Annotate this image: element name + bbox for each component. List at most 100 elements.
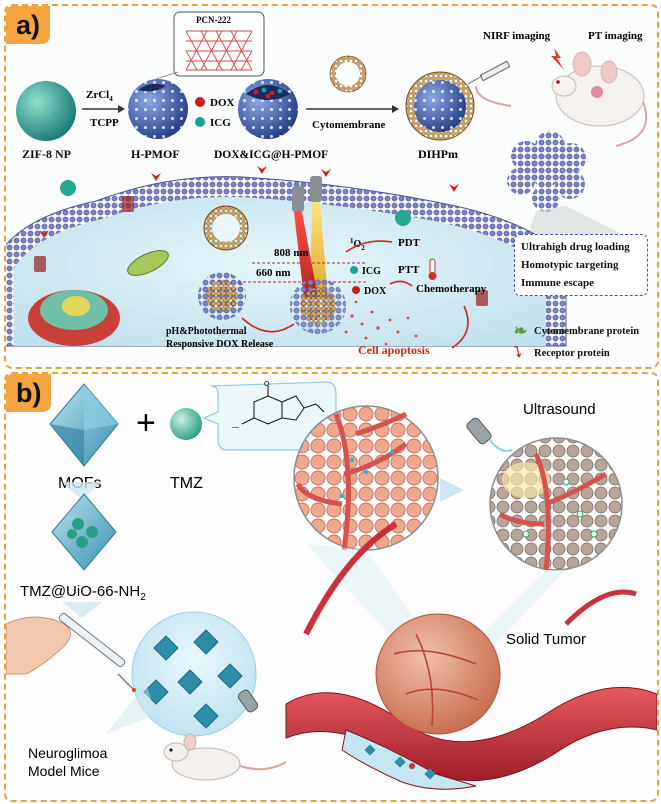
svg-text:—: — xyxy=(232,424,239,431)
solid-tumor-label: Solid Tumor xyxy=(506,631,586,648)
dihpm-cluster xyxy=(507,131,586,212)
tmz-sphere xyxy=(170,408,202,440)
panel-b: MOFs + TMZ O — xyxy=(4,372,659,802)
thermometer-icon xyxy=(428,258,437,280)
dox-dot-small xyxy=(352,286,360,294)
pcn222-lattice xyxy=(185,30,253,71)
ptt-label: PTT xyxy=(398,264,420,276)
arrow-head-icon xyxy=(118,105,125,113)
feature-item: Ultrahigh drug loading xyxy=(521,241,630,253)
hpmof-pores xyxy=(128,79,188,139)
membrane-channel xyxy=(34,256,46,272)
model-mouse xyxy=(163,733,287,781)
apoptosis-arrow xyxy=(451,305,469,349)
solid-tumor xyxy=(375,613,501,735)
tissue-arrow xyxy=(440,478,464,502)
vessel-cutaway xyxy=(341,729,477,790)
mouse-illustration xyxy=(475,51,648,147)
mitochondria xyxy=(127,250,169,276)
released-dox xyxy=(344,300,418,346)
laser-660-beam xyxy=(294,212,318,298)
hpmof-opening xyxy=(138,83,166,92)
down-arrow-shape xyxy=(62,482,102,500)
pdt-label: PDT xyxy=(398,237,421,249)
nm808-label: 808 nm xyxy=(274,247,309,259)
panel-b-badge: b) xyxy=(6,374,52,412)
tmz-uio-octahedron xyxy=(51,493,117,571)
doxicg-opening xyxy=(246,85,290,100)
legend-cyto-label: Cytomembrane protein xyxy=(534,325,640,337)
panel-a: ZIF-8 NP ZrCl4 TCPP H-PMOF PCN-222 DOX xyxy=(4,4,659,369)
ultrasound-label: Ultrasound xyxy=(523,401,596,418)
legend-receptor-label: Receptor protein xyxy=(534,347,610,359)
icg-label: ICG xyxy=(210,117,231,129)
laser-808-beam xyxy=(310,202,328,298)
feature-item: Immune escape xyxy=(521,277,595,289)
syringe-icon xyxy=(467,60,511,85)
laser-660-head xyxy=(292,186,304,212)
arrow-head-icon xyxy=(392,105,399,113)
laser-808-head xyxy=(310,176,322,202)
receptor-protein-icon: ⭝ xyxy=(514,345,522,361)
icg-molecule xyxy=(60,180,76,196)
pdt-arrow xyxy=(345,240,393,253)
bubble-callout xyxy=(106,684,156,734)
release-line1: pH&Photothermal xyxy=(166,326,247,337)
tmz-uio-label: TMZ@UiO-66-NH2 xyxy=(20,583,146,603)
plus-icon: + xyxy=(136,404,156,442)
legend-row-cyto: ❧ Cytomembrane protein xyxy=(514,320,654,342)
doxicg-label: DOX&ICG@H-PMOF xyxy=(214,149,328,161)
panel-a-badge: a) xyxy=(6,6,51,44)
zif8-label: ZIF-8 NP xyxy=(22,147,71,161)
disrupted-core xyxy=(300,288,336,324)
mice-label-line1: Neuroglimoa xyxy=(28,745,108,761)
ultrasound-probe-small-icon xyxy=(237,689,259,713)
panel-a-illustration: ZIF-8 NP ZrCl4 TCPP H-PMOF PCN-222 DOX xyxy=(6,11,648,357)
vessel-branch xyxy=(303,521,398,636)
down-arrow-shape xyxy=(62,602,102,618)
tmz-label: TMZ xyxy=(170,475,203,492)
svg-text:O: O xyxy=(264,381,270,388)
dox-therapy-label: DOX xyxy=(364,286,387,297)
chemotherapy-label: Chemotherapy xyxy=(416,283,487,295)
zrcl4-label: ZrCl4 xyxy=(86,89,113,103)
endosome-core xyxy=(206,280,238,312)
hpmof-label: H-PMOF xyxy=(131,147,180,161)
vesicle-lumen xyxy=(336,62,360,86)
pcn222-inset xyxy=(173,11,265,77)
singlet-oxygen-label: 1O2 xyxy=(350,237,365,252)
nanoparticles-in-vessel xyxy=(364,744,436,780)
icg-dot-small xyxy=(350,266,358,274)
dox-label: DOX xyxy=(210,97,235,109)
cytoplasm xyxy=(14,196,546,346)
cytomembrane-protein-icon: ❧ xyxy=(514,323,528,340)
release-arrow xyxy=(241,317,295,333)
tissue-zoom-left xyxy=(293,405,439,551)
feature-item: Homotypic targeting xyxy=(521,259,619,271)
dox-dot xyxy=(195,97,205,107)
tcpp-label: TCPP xyxy=(90,117,119,129)
legend: ❧ Cytomembrane protein ⭝ Receptor protei… xyxy=(514,320,654,364)
ultrasound-probe-icon xyxy=(466,417,513,452)
dihpm-core-pores xyxy=(414,80,466,132)
panel-b-illustration: MOFs + TMZ O — xyxy=(6,381,657,790)
release-line2: Responsive DOX Release xyxy=(166,339,274,350)
membrane-channel xyxy=(476,290,488,306)
icg-therapy-label: ICG xyxy=(362,266,381,277)
legend-row-receptor: ⭝ Receptor protein xyxy=(514,342,654,364)
tmz-structure-bubble: O — xyxy=(202,381,337,451)
nucleolus xyxy=(62,296,90,316)
inset-leader xyxy=(155,71,179,80)
feature-box: Ultrahigh drug loading Homotypic targeti… xyxy=(514,234,648,296)
apoptosis-label: Cell apoptosis xyxy=(358,343,430,357)
tissue-zoom-right xyxy=(489,437,623,571)
mice-label-line2: Model Mice xyxy=(28,763,100,779)
chemo-arrow xyxy=(389,280,413,287)
nirf-label: NIRF imaging xyxy=(483,30,551,42)
icg-dot xyxy=(195,117,205,127)
vessel-branch xyxy=(564,589,637,626)
zif8-nanoparticle xyxy=(16,81,76,141)
membrane-channel xyxy=(122,196,134,212)
pt-imaging-label: PT imaging xyxy=(588,30,643,42)
hand-with-syringe xyxy=(6,612,136,692)
